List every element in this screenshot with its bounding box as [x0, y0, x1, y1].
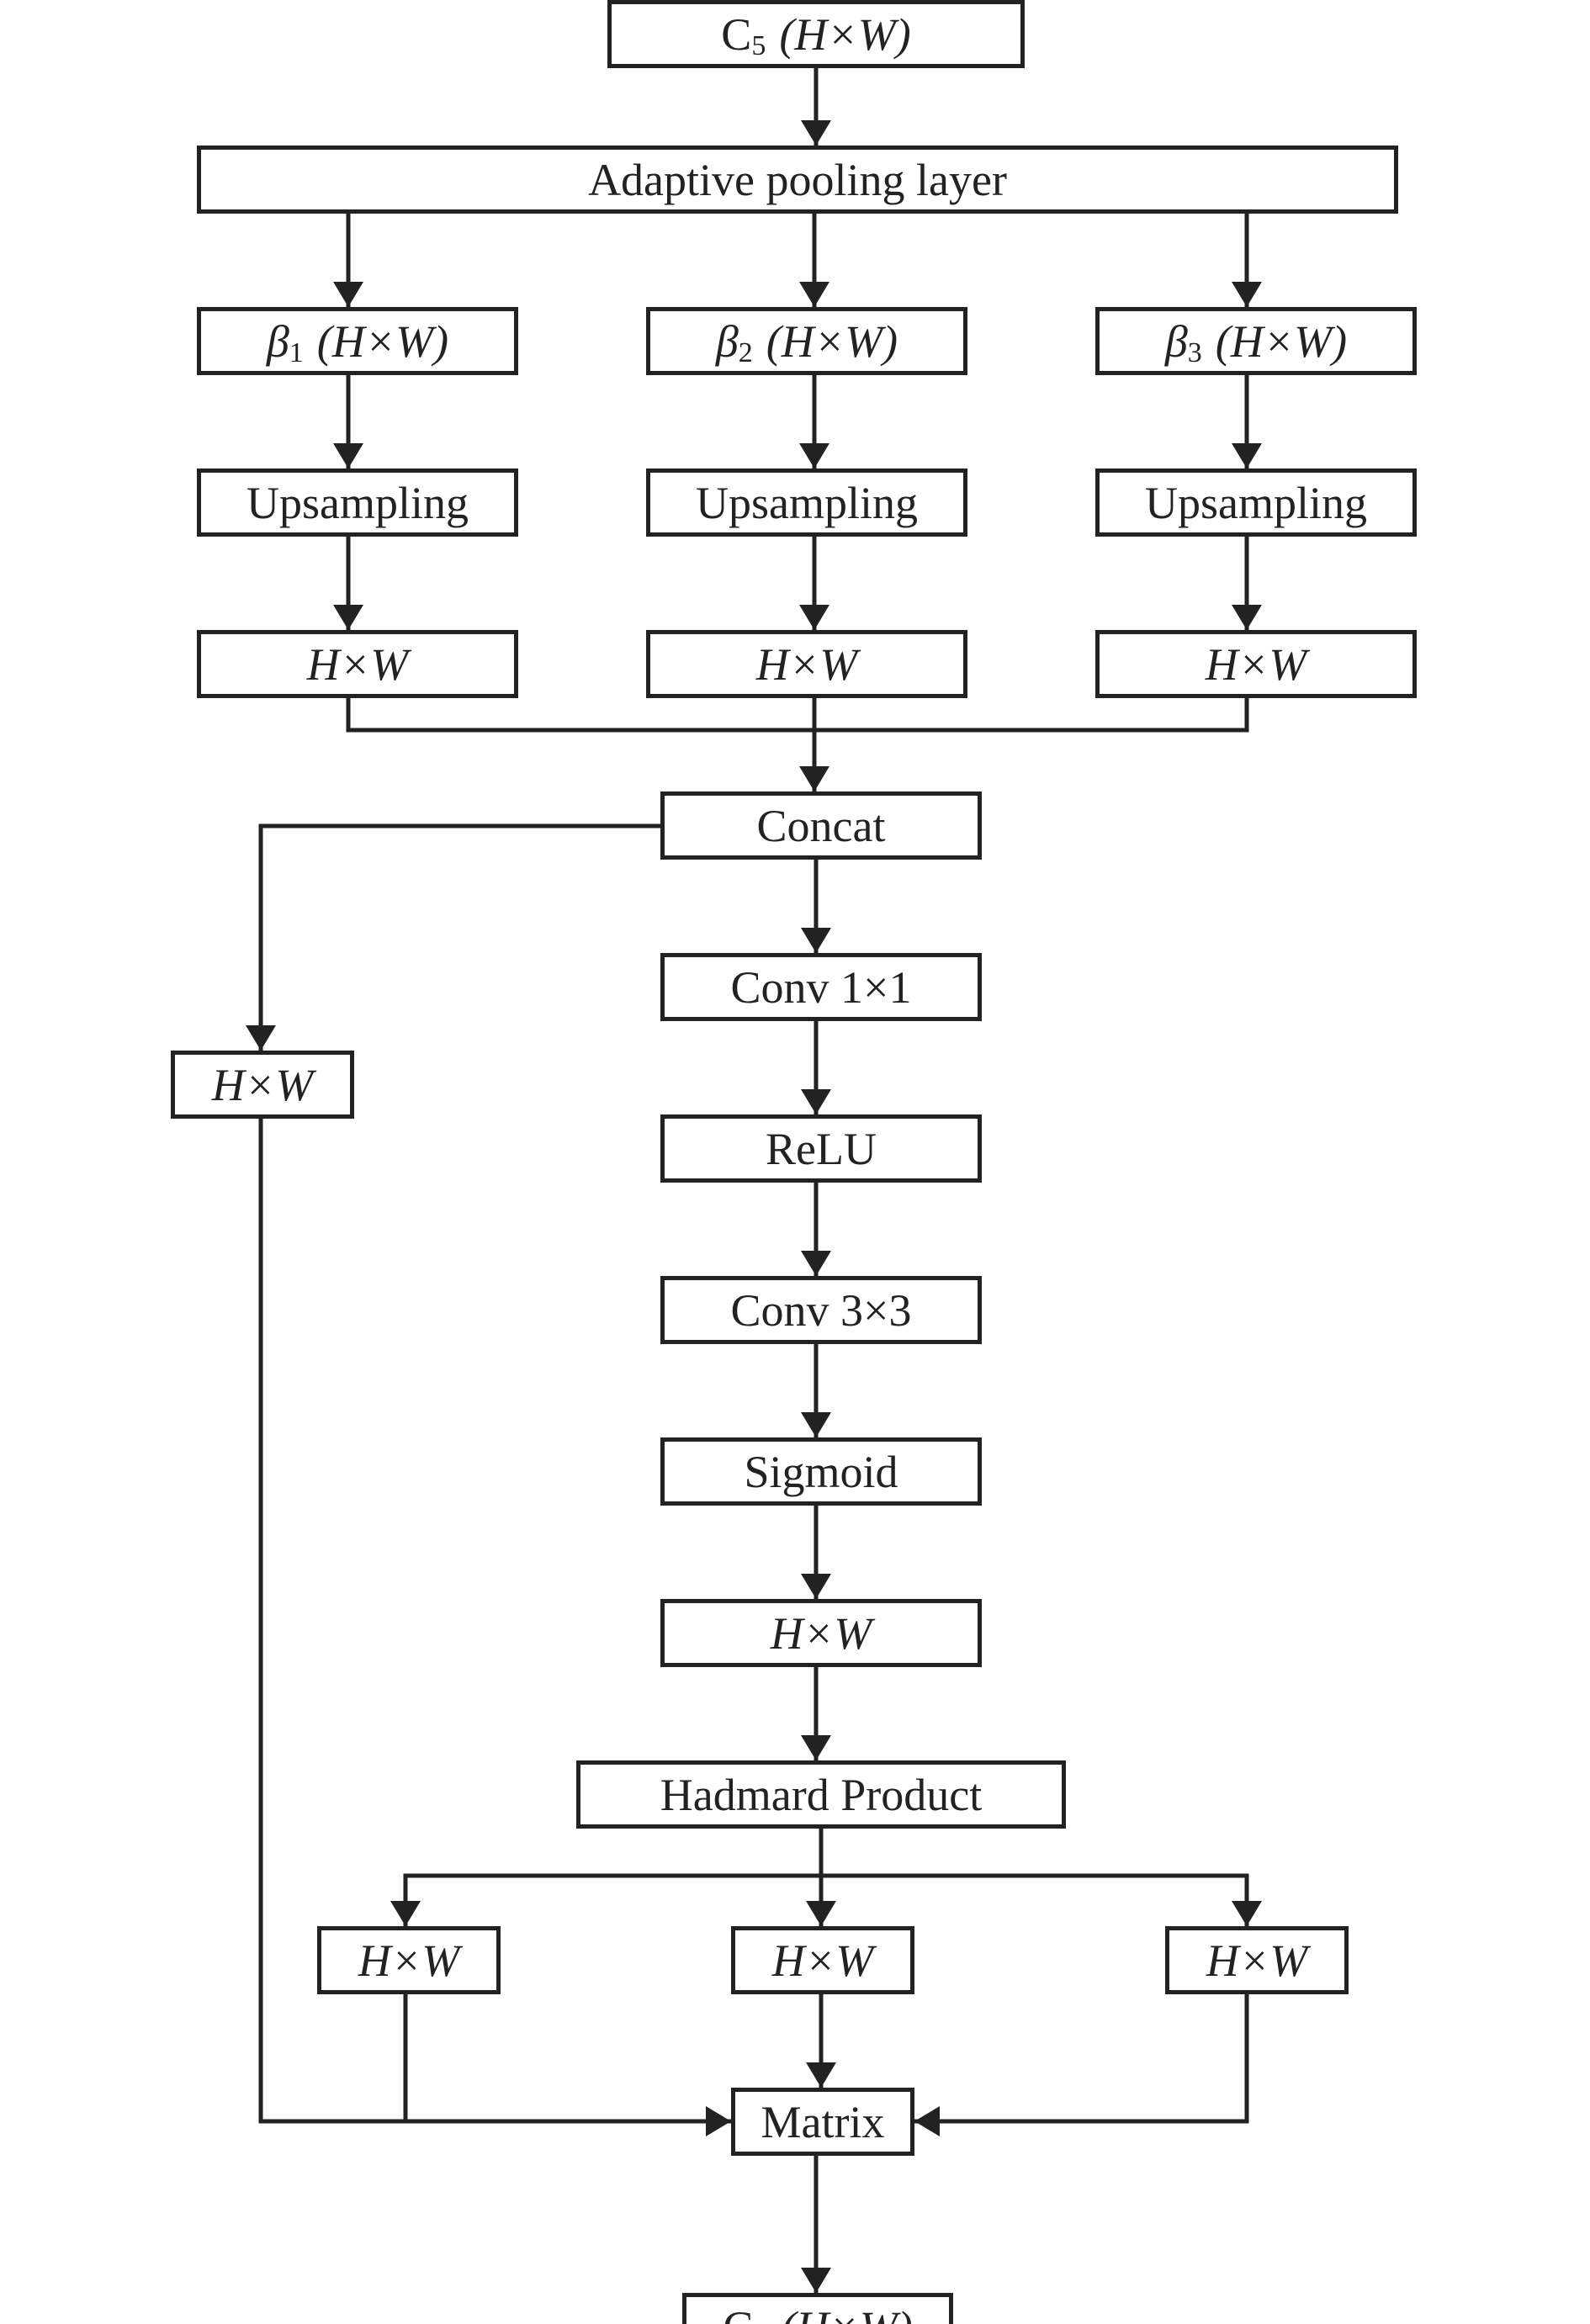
node-upsampling-2-label: Upsampling — [696, 477, 918, 528]
edge-hwleft-matrix — [258, 1119, 731, 2136]
node-hw-branch-2: H×W — [646, 630, 967, 698]
node-hw-out-2-label: H×W — [771, 1935, 874, 1986]
node-c6-output: C6 (H×W) — [682, 2293, 953, 2324]
node-relu: ReLU — [660, 1114, 982, 1183]
node-adaptive-pooling-label: Adaptive pooling layer — [588, 154, 1007, 205]
node-hw-left: H×W — [171, 1051, 354, 1119]
node-sigmoid-label: Sigmoid — [744, 1446, 898, 1497]
node-hadamard-product: Hadmard Product — [576, 1760, 1066, 1829]
node-c5-sub: 5 — [751, 29, 766, 61]
node-upsampling-2: Upsampling — [646, 469, 967, 537]
edge-concat-hwleft — [246, 823, 660, 1051]
node-upsampling-1-label: Upsampling — [246, 477, 469, 528]
node-hw-out-2: H×W — [731, 1926, 914, 1994]
edge-had-split-right — [821, 1873, 1262, 1926]
node-beta3-dims: (H×W) — [1215, 315, 1348, 367]
node-adaptive-pooling: Adaptive pooling layer — [197, 146, 1398, 214]
edge-merge-to-concat — [346, 698, 1249, 733]
node-hw-branch-1: H×W — [197, 630, 518, 698]
node-conv-3x3-label: Conv 3×3 — [730, 1284, 912, 1336]
node-c5-main: C — [721, 8, 752, 60]
node-c5-dims: (H×W) — [779, 8, 911, 60]
node-concat: Concat — [660, 791, 982, 860]
node-hw-out-1: H×W — [317, 1926, 501, 1994]
node-beta1-dims: (H×W) — [316, 315, 449, 367]
node-beta2-dims: (H×W) — [766, 315, 898, 367]
node-upsampling-3-label: Upsampling — [1145, 477, 1367, 528]
node-beta3-main: β — [1164, 315, 1188, 367]
node-hw-branch-3: H×W — [1095, 630, 1417, 698]
node-hadamard-product-label: Hadmard Product — [660, 1769, 983, 1820]
node-beta3-sub: 3 — [1187, 336, 1202, 368]
node-relu-label: ReLU — [766, 1123, 877, 1174]
node-c6-sub: 6 — [753, 2323, 767, 2324]
node-conv-1x1: Conv 1×1 — [660, 953, 982, 1021]
node-sigmoid: Sigmoid — [660, 1437, 982, 1506]
node-hw-out-3-label: H×W — [1206, 1935, 1308, 1986]
node-hw-out-3: H×W — [1165, 1926, 1349, 1994]
node-beta1-sub: 1 — [289, 336, 304, 368]
node-concat-label: Concat — [756, 800, 886, 851]
node-conv-1x1-label: Conv 1×1 — [730, 961, 912, 1013]
node-c6-dims: (H×W) — [781, 2301, 912, 2324]
edge-had-split-left — [390, 1873, 821, 1926]
node-hw-left-label: H×W — [211, 1059, 314, 1110]
node-matrix-label: Matrix — [761, 2096, 885, 2147]
node-hw-out-1-label: H×W — [358, 1935, 460, 1986]
edge-hwc-matrix — [914, 1994, 1249, 2136]
node-hw-branch-3-label: H×W — [1205, 638, 1307, 690]
node-conv-3x3: Conv 3×3 — [660, 1276, 982, 1344]
node-beta2-main: β — [715, 315, 739, 367]
node-beta1-main: β — [266, 315, 289, 367]
node-hw-branch-2-label: H×W — [755, 638, 858, 690]
node-upsampling-1: Upsampling — [197, 469, 518, 537]
node-hw-sigmoid-out-label: H×W — [770, 1607, 872, 1659]
node-matrix: Matrix — [731, 2088, 914, 2156]
node-upsampling-3: Upsampling — [1095, 469, 1417, 537]
node-beta2-sub: 2 — [738, 336, 753, 368]
node-hw-sigmoid-out: H×W — [660, 1599, 982, 1667]
node-hw-branch-1-label: H×W — [306, 638, 409, 690]
node-c6-main: C — [723, 2301, 753, 2324]
